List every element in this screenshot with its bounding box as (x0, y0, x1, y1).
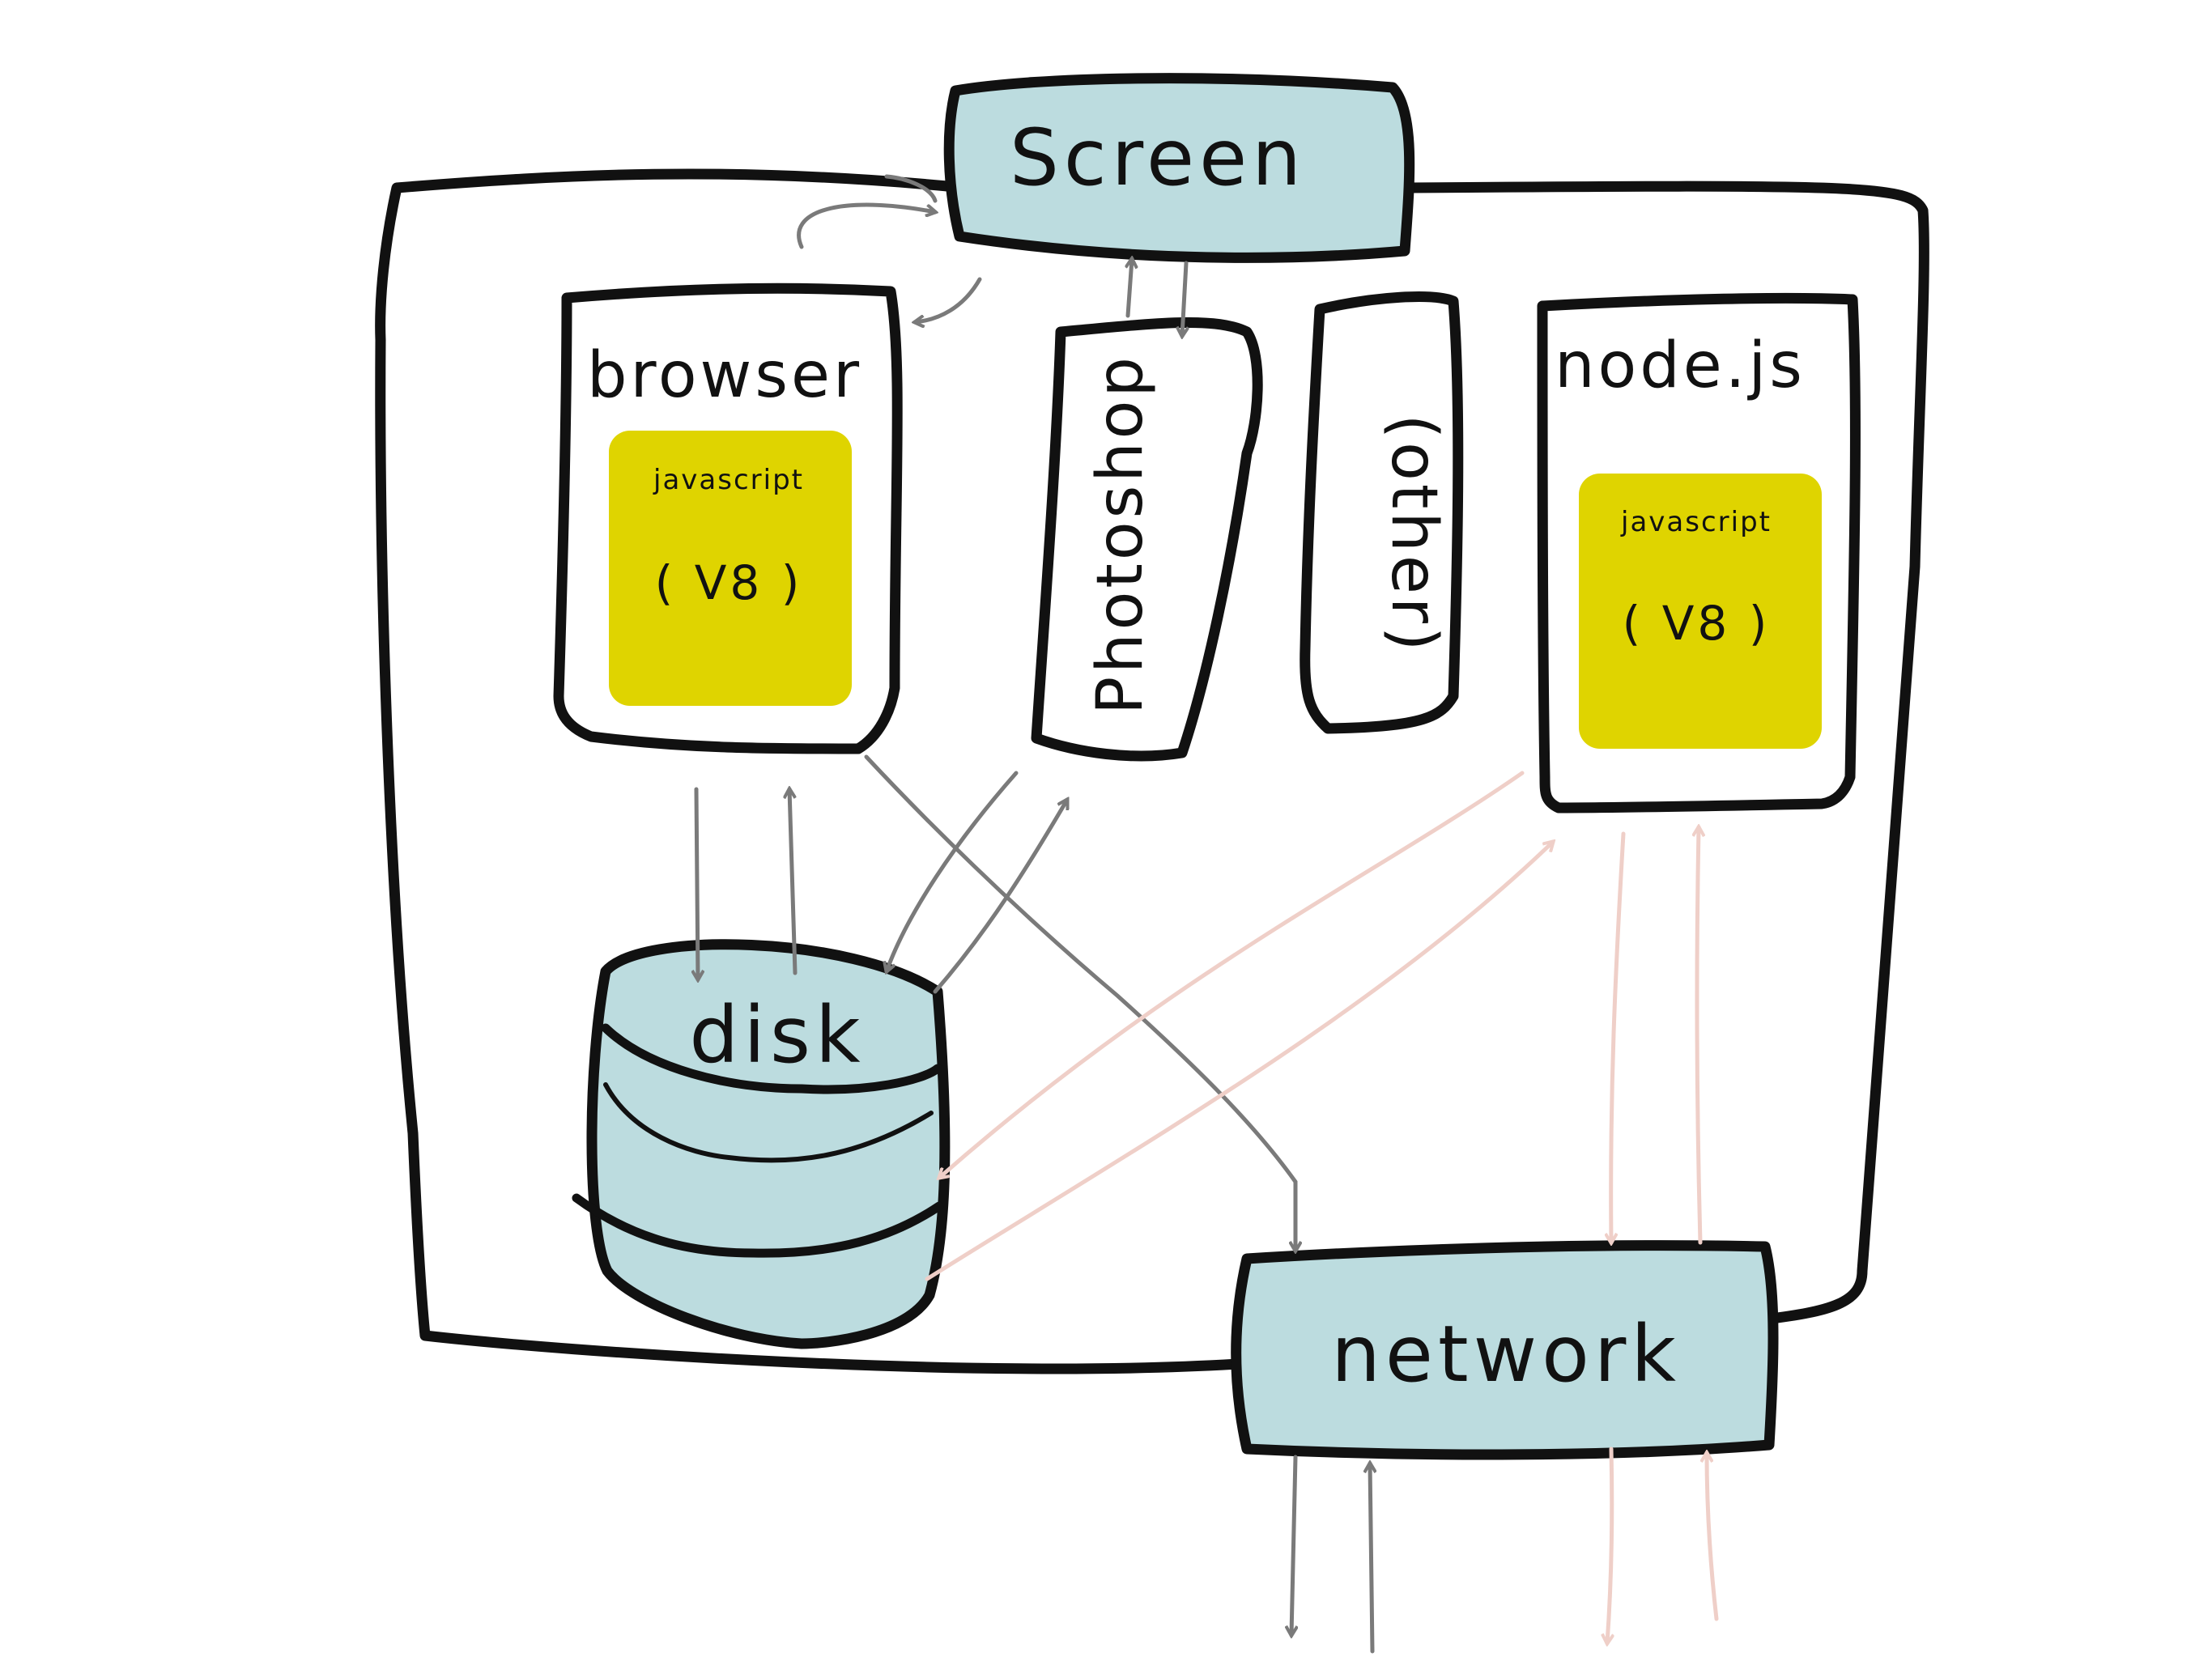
other-label: (other) (1377, 414, 1450, 655)
nodejs-label: node.js (1555, 329, 1806, 402)
screen-label: Screen (1010, 113, 1306, 203)
photoshop-box: Photoshop (1031, 316, 1263, 762)
arrow-network-to-outside-pink (1607, 1446, 1612, 1643)
arrow-browser-to-network (864, 754, 1295, 1251)
browser-box: browser javascript ( V8 ) (553, 282, 903, 754)
arrow-screen-to-browser (915, 277, 982, 322)
nodejs-box: node.js javascript ( V8 ) (1537, 292, 1861, 814)
browser-engine-name: ( V8 ) (655, 555, 803, 610)
computer-frame (375, 168, 1929, 1374)
disk-label: disk (689, 990, 865, 1081)
arrow-browser-screen-link (884, 174, 938, 203)
network-box: network (1231, 1240, 1779, 1460)
arrow-outside-to-network-pink (1707, 1453, 1719, 1621)
arrow-network-to-outside (1291, 1455, 1295, 1635)
browser-label: browser (587, 339, 862, 412)
arrow-disk-to-photoshop (933, 800, 1067, 994)
browser-engine-box (609, 431, 852, 706)
arrow-disk-to-nodejs (925, 842, 1553, 1281)
nodejs-engine-name: ( V8 ) (1623, 596, 1771, 651)
arrow-network-to-nodejs (1697, 827, 1700, 1245)
other-box: (other) (1300, 291, 1464, 734)
arrow-photoshop-to-screen (1128, 259, 1132, 318)
arrow-disk-to-browser (789, 789, 798, 975)
browser-engine-runtime: javascript (653, 464, 804, 496)
arrow-browser-to-screen (797, 202, 935, 249)
network-label: network (1331, 1309, 1681, 1400)
arrow-nodejs-to-disk (939, 771, 1525, 1178)
disk-cylinder: disk (572, 939, 951, 1349)
arrow-outside-to-network (1370, 1463, 1372, 1654)
photoshop-label: Photoshop (1084, 354, 1157, 715)
gray-arrows (696, 174, 1372, 1654)
nodejs-engine-runtime: javascript (1620, 506, 1772, 538)
arrow-photoshop-to-disk (887, 771, 1019, 971)
arrow-browser-to-disk (696, 787, 698, 979)
arrow-screen-to-photoshop (1182, 261, 1186, 336)
screen-box: Screen (943, 73, 1415, 263)
pink-arrows (925, 771, 1719, 1643)
arrow-nodejs-to-network (1611, 831, 1626, 1243)
nodejs-engine-box (1579, 474, 1822, 749)
